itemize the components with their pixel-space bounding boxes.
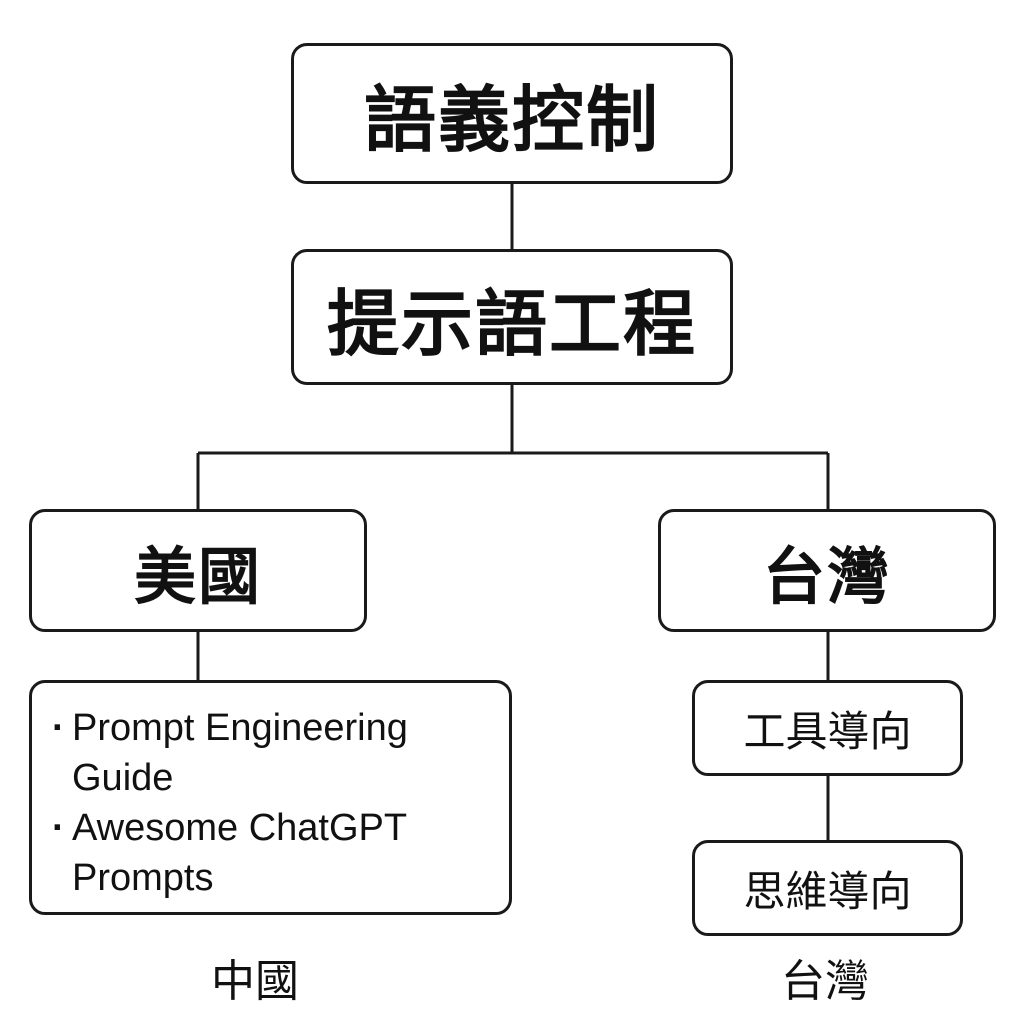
node-thinking-oriented: 思維導向 xyxy=(692,840,963,936)
caption-china: 中國 xyxy=(211,956,299,1007)
node-taiwan: 台灣 xyxy=(658,509,996,632)
caption-taiwan: 台灣 xyxy=(781,956,869,1007)
node-usa-label: 美國 xyxy=(133,539,262,613)
node-tool-oriented: 工具導向 xyxy=(692,680,963,776)
node-usa-resources: Prompt Engineering Guide Awesome ChatGPT… xyxy=(29,680,512,915)
node-taiwan-label: 台灣 xyxy=(762,539,891,613)
resource-list: Prompt Engineering Guide Awesome ChatGPT… xyxy=(52,703,499,903)
node-semantic-control-label: 語義控制 xyxy=(363,78,660,162)
node-thinking-oriented-label: 思維導向 xyxy=(743,866,912,916)
node-prompt-engineering: 提示語工程 xyxy=(291,249,733,385)
node-prompt-engineering-label: 提示語工程 xyxy=(326,281,697,366)
node-tool-oriented-label: 工具導向 xyxy=(743,706,912,756)
resource-item: Awesome ChatGPT Prompts xyxy=(52,803,499,903)
node-semantic-control: 語義控制 xyxy=(291,43,733,184)
node-usa: 美國 xyxy=(29,509,367,632)
resource-item: Prompt Engineering Guide xyxy=(52,703,499,803)
